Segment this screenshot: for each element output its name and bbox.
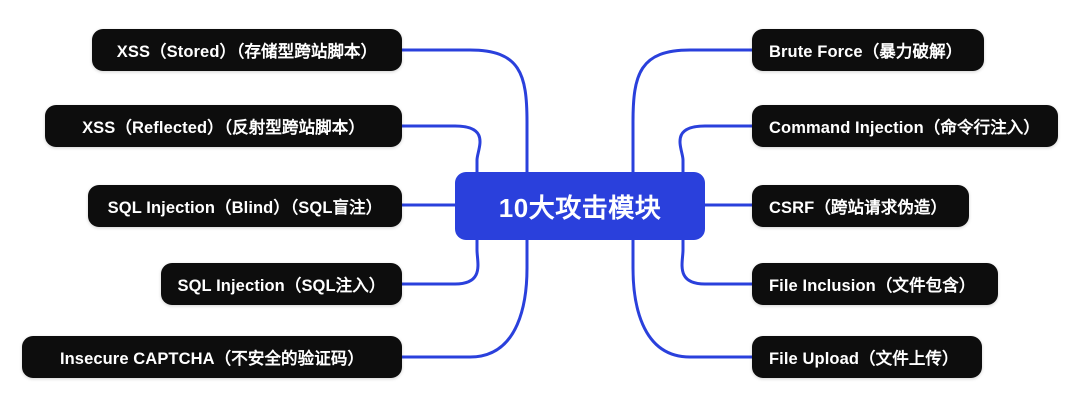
right-branch-node[interactable]: File Upload（文件上传）	[752, 336, 982, 378]
branch-node-label: CSRF（跨站请求伪造）	[769, 199, 948, 217]
branch-connector	[400, 48, 529, 174]
branch-connector	[678, 124, 754, 174]
branch-node-label: SQL Injection（Blind）（SQL盲注）	[107, 199, 383, 217]
branch-node-label: File Upload（文件上传）	[769, 350, 959, 368]
right-branch-node[interactable]: Brute Force（暴力破解）	[752, 29, 984, 71]
branch-node-label: File Inclusion（文件包含）	[769, 277, 976, 295]
branch-node-label: Brute Force（暴力破解）	[769, 43, 963, 61]
branch-node-label: Command Injection（命令行注入）	[769, 119, 1040, 137]
left-branch-node[interactable]: XSS（Stored）（存储型跨站脚本）	[92, 29, 402, 71]
left-branch-node[interactable]: XSS（Reflected）（反射型跨站脚本）	[45, 105, 402, 147]
center-node-label: 10大攻击模块	[498, 192, 662, 223]
left-branch-node[interactable]: SQL Injection（SQL注入）	[161, 263, 402, 305]
branch-node-label: Insecure CAPTCHA（不安全的验证码）	[59, 350, 365, 368]
branch-connector	[631, 238, 754, 359]
branch-connector	[400, 238, 529, 359]
branch-connector	[631, 48, 754, 174]
center-node[interactable]: 10大攻击模块	[455, 172, 705, 240]
branch-node-label: XSS（Stored）（存储型跨站脚本）	[116, 43, 378, 61]
branch-connector	[400, 238, 480, 286]
branch-connector	[400, 124, 482, 174]
branch-node-label: SQL Injection（SQL注入）	[177, 277, 386, 295]
branch-connector	[680, 238, 754, 286]
right-branch-node[interactable]: File Inclusion（文件包含）	[752, 263, 998, 305]
right-branch-node[interactable]: Command Injection（命令行注入）	[752, 105, 1058, 147]
left-branch-node[interactable]: SQL Injection（Blind）（SQL盲注）	[88, 185, 402, 227]
left-branch-node[interactable]: Insecure CAPTCHA（不安全的验证码）	[22, 336, 402, 378]
branch-node-label: XSS（Reflected）（反射型跨站脚本）	[82, 119, 365, 137]
right-branch-node[interactable]: CSRF（跨站请求伪造）	[752, 185, 969, 227]
